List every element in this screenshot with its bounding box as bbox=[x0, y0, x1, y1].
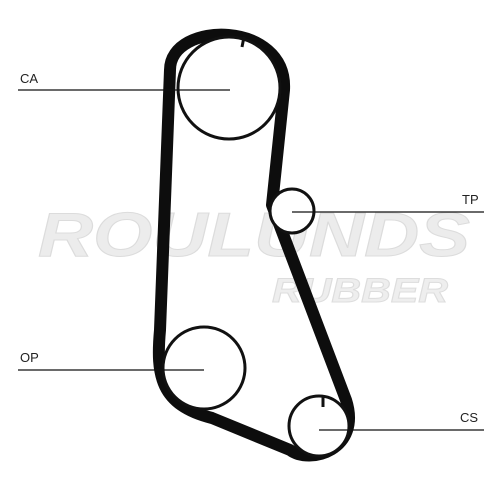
tp-label: TP bbox=[462, 192, 479, 207]
ca-label: CA bbox=[20, 71, 38, 86]
watermark-logo: ROULUNDS RUBBER bbox=[38, 201, 471, 311]
camshaft-pulley bbox=[176, 35, 282, 141]
cs-label: CS bbox=[460, 410, 478, 425]
oil-pump-pulley bbox=[161, 325, 247, 411]
op-label: OP bbox=[20, 350, 39, 365]
camshaft-timing-mark bbox=[240, 36, 246, 48]
tensioner-pulley bbox=[268, 187, 316, 235]
crankshaft-pulley bbox=[287, 394, 351, 458]
watermark-brand-text: ROULUNDS bbox=[38, 201, 470, 270]
